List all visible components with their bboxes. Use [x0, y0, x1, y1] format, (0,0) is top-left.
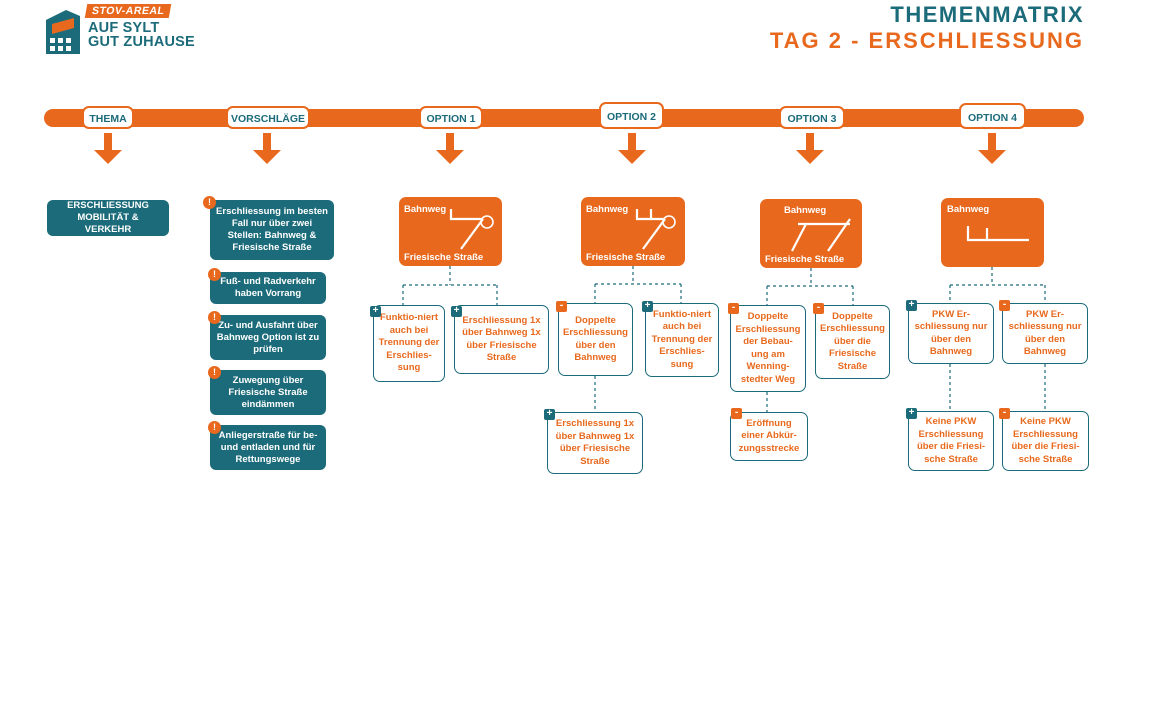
- minus-icon: -: [728, 303, 739, 314]
- option-3-item-con: Doppelte Erschliessung der Bebau-ung am …: [730, 305, 806, 392]
- arrow-down-icon: [618, 133, 646, 164]
- tab-option-3: OPTION 3: [779, 106, 845, 129]
- arrow-down-icon: [436, 133, 464, 164]
- logo: STOV-AREAL AUF SYLT GUT ZUHAUSE: [44, 4, 195, 54]
- road-diagram-icon: [635, 209, 676, 250]
- title-line-2: TAG 2 - ERSCHLIESSUNG: [769, 28, 1084, 53]
- label-bahnweg: Bahnweg: [586, 204, 629, 215]
- minus-icon: -: [999, 408, 1010, 419]
- vorschlag-item: Fuß- und Radverkehr haben Vorrang: [210, 272, 326, 304]
- tab-thema: THEMA: [82, 106, 134, 129]
- arrow-down-icon: [94, 133, 122, 164]
- option-3-diagram: Bahnweg Friesische Straße: [760, 199, 862, 268]
- thema-box: ERSCHLIESSUNG MOBILITÄT & VERKEHR: [47, 200, 169, 236]
- label-bahnweg: Bahnweg: [947, 204, 990, 215]
- plus-icon: +: [642, 301, 653, 312]
- title-line-1: THEMENMATRIX: [890, 2, 1084, 27]
- plus-icon: +: [906, 408, 917, 419]
- arrow-down-icon: [796, 133, 824, 164]
- warning-icon: !: [208, 421, 221, 434]
- vorschlag-item: Erschliessung im besten Fall nur über zw…: [210, 200, 334, 260]
- tab-option-4: OPTION 4: [959, 103, 1026, 129]
- option-4-diagram: Bahnweg: [941, 198, 1044, 267]
- option-3-item-con: Eröffnung einer Abkür-zungsstrecke: [730, 412, 808, 461]
- arrow-down-icon: [978, 133, 1006, 164]
- road-diagram-icon: [791, 218, 851, 252]
- option-4-item-con: PKW Er-schliessung nur über den Bahnweg: [1002, 303, 1088, 364]
- option-4-item-pro: PKW Er-schliessung nur über den Bahnweg: [908, 303, 994, 364]
- label-friesische-strasse: Friesische Straße: [404, 252, 484, 263]
- plus-icon: +: [544, 409, 555, 420]
- tab-option-2: OPTION 2: [599, 102, 664, 129]
- label-bahnweg: Bahnweg: [784, 205, 827, 216]
- plus-icon: +: [451, 306, 462, 317]
- road-diagram-icon: [449, 209, 494, 250]
- tab-option-1: OPTION 1: [419, 106, 483, 129]
- plus-icon: +: [906, 300, 917, 311]
- warning-icon: !: [208, 268, 221, 281]
- vorschlag-item: Anliegerstraße für be- und entladen und …: [210, 425, 326, 470]
- logo-line-1: AUF SYLT: [88, 20, 160, 36]
- label-bahnweg: Bahnweg: [404, 204, 447, 215]
- tab-vorschlaege: VORSCHLÄGE: [226, 106, 310, 129]
- page-title: THEMENMATRIX TAG 2 - ERSCHLIESSUNG: [770, 2, 1084, 54]
- label-friesische-strasse: Friesische Straße: [586, 252, 666, 263]
- minus-icon: -: [731, 408, 742, 419]
- option-1-item-pro: Erschliessung 1x über Bahnweg 1x über Fr…: [454, 305, 549, 374]
- label-friesische-strasse: Friesische Straße: [765, 254, 845, 265]
- option-1-item-pro: Funktio-niert auch bei Trennung der Ersc…: [373, 305, 445, 382]
- option-1-diagram: Bahnweg Friesische Straße: [399, 197, 502, 266]
- option-4-item-pro: Keine PKW Erschliessung über die Friesi-…: [908, 411, 994, 471]
- logo-line-2: GUT ZUHAUSE: [88, 34, 195, 50]
- vorschlag-item: Zuwegung über Friesische Straße eindämme…: [210, 370, 326, 415]
- warning-icon: !: [203, 196, 216, 209]
- plus-icon: +: [370, 306, 381, 317]
- minus-icon: -: [813, 303, 824, 314]
- option-4-item-con: Keine PKW Erschliessung über die Friesi-…: [1002, 411, 1089, 471]
- option-2-item-pro: Funktio-niert auch bei Trennung der Ersc…: [645, 303, 719, 377]
- warning-icon: !: [208, 366, 221, 379]
- option-2-item-pro: Erschliessung 1x über Bahnweg 1x über Fr…: [547, 412, 643, 474]
- option-2-item-con: Doppelte Erschliessung über den Bahnweg: [558, 303, 633, 376]
- warning-icon: !: [208, 311, 221, 324]
- road-diagram-icon: [966, 226, 1029, 242]
- arrow-down-icon: [253, 133, 281, 164]
- vorschlag-item: Zu- und Ausfahrt über Bahnweg Option ist…: [210, 315, 326, 360]
- minus-icon: -: [556, 301, 567, 312]
- minus-icon: -: [999, 300, 1010, 311]
- option-3-item-con: Doppelte Erschliessung über die Friesisc…: [815, 305, 890, 379]
- building-icon: [46, 10, 80, 54]
- option-2-diagram: Bahnweg Friesische Straße: [581, 197, 685, 266]
